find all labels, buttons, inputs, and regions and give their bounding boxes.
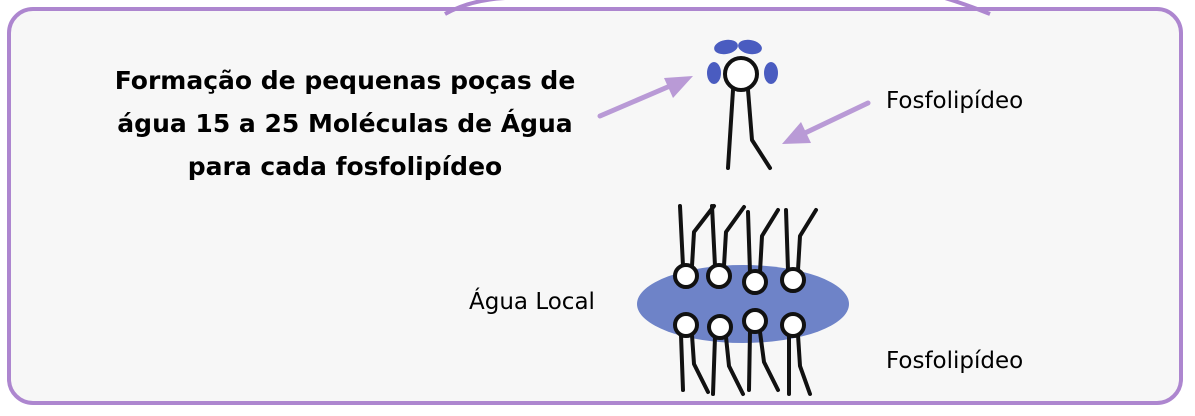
phospholipid-tail	[690, 333, 710, 394]
phospholipid-head	[707, 314, 733, 340]
phospholipid-tail	[758, 330, 780, 392]
water-droplet	[738, 39, 762, 55]
upper-leaflet	[673, 204, 818, 295]
label-local-water: Água Local	[469, 289, 595, 315]
arrowhead	[664, 76, 693, 98]
phospholipid-tail	[796, 333, 812, 396]
local-water-pool	[637, 265, 849, 343]
water-droplet	[764, 62, 778, 84]
caption-line-3: para cada fosfolipídeo	[187, 152, 503, 181]
phospholipid-tail	[746, 88, 772, 170]
phospholipid-tail	[711, 335, 717, 396]
phospholipid-head	[706, 263, 732, 289]
phospholipid-tail	[746, 210, 752, 274]
phospholipid-head	[742, 308, 768, 334]
water-droplet	[714, 39, 738, 55]
arrowhead	[782, 122, 811, 144]
top-connector-arc	[444, 0, 991, 16]
water-droplet	[707, 62, 721, 84]
label-phospholipid-bottom: Fosfolipídeo	[886, 348, 1024, 374]
phospholipid-tail	[796, 208, 818, 272]
lower-leaflet	[673, 308, 812, 396]
phospholipid-tail	[679, 333, 685, 392]
phospholipid-head	[723, 56, 759, 92]
caption-line-1: Formação de pequenas poças de	[114, 66, 576, 95]
phospholipid-head	[673, 263, 699, 289]
phospholipid-tail	[690, 204, 716, 268]
phospholipid-tail	[678, 204, 685, 268]
phospholipid-head	[673, 312, 699, 338]
single-phospholipid	[707, 39, 778, 170]
caption-line-2: água 15 a 25 Moléculas de Água	[117, 109, 573, 138]
diagram-panel	[7, 7, 1183, 405]
pointer-arrows	[597, 76, 871, 144]
phospholipid-head	[780, 267, 806, 293]
water-pool-caption: Formação de pequenas poças de água 15 a …	[80, 59, 610, 188]
phospholipid-tail	[758, 208, 780, 274]
phospholipid-tail	[724, 335, 745, 396]
label-phospholipid-top: Fosfolipídeo	[886, 88, 1024, 114]
phospholipid-tail	[747, 330, 752, 392]
phospholipid-tail	[726, 88, 735, 170]
phospholipid-head	[780, 312, 806, 338]
arrow-to-phospholipid	[802, 100, 871, 136]
phospholipid-tail	[784, 208, 790, 272]
phospholipid-tail	[722, 205, 746, 268]
phospholipid-head	[742, 269, 768, 295]
arrow-to-water-shell	[597, 83, 673, 119]
phospholipid-tail	[710, 204, 717, 268]
